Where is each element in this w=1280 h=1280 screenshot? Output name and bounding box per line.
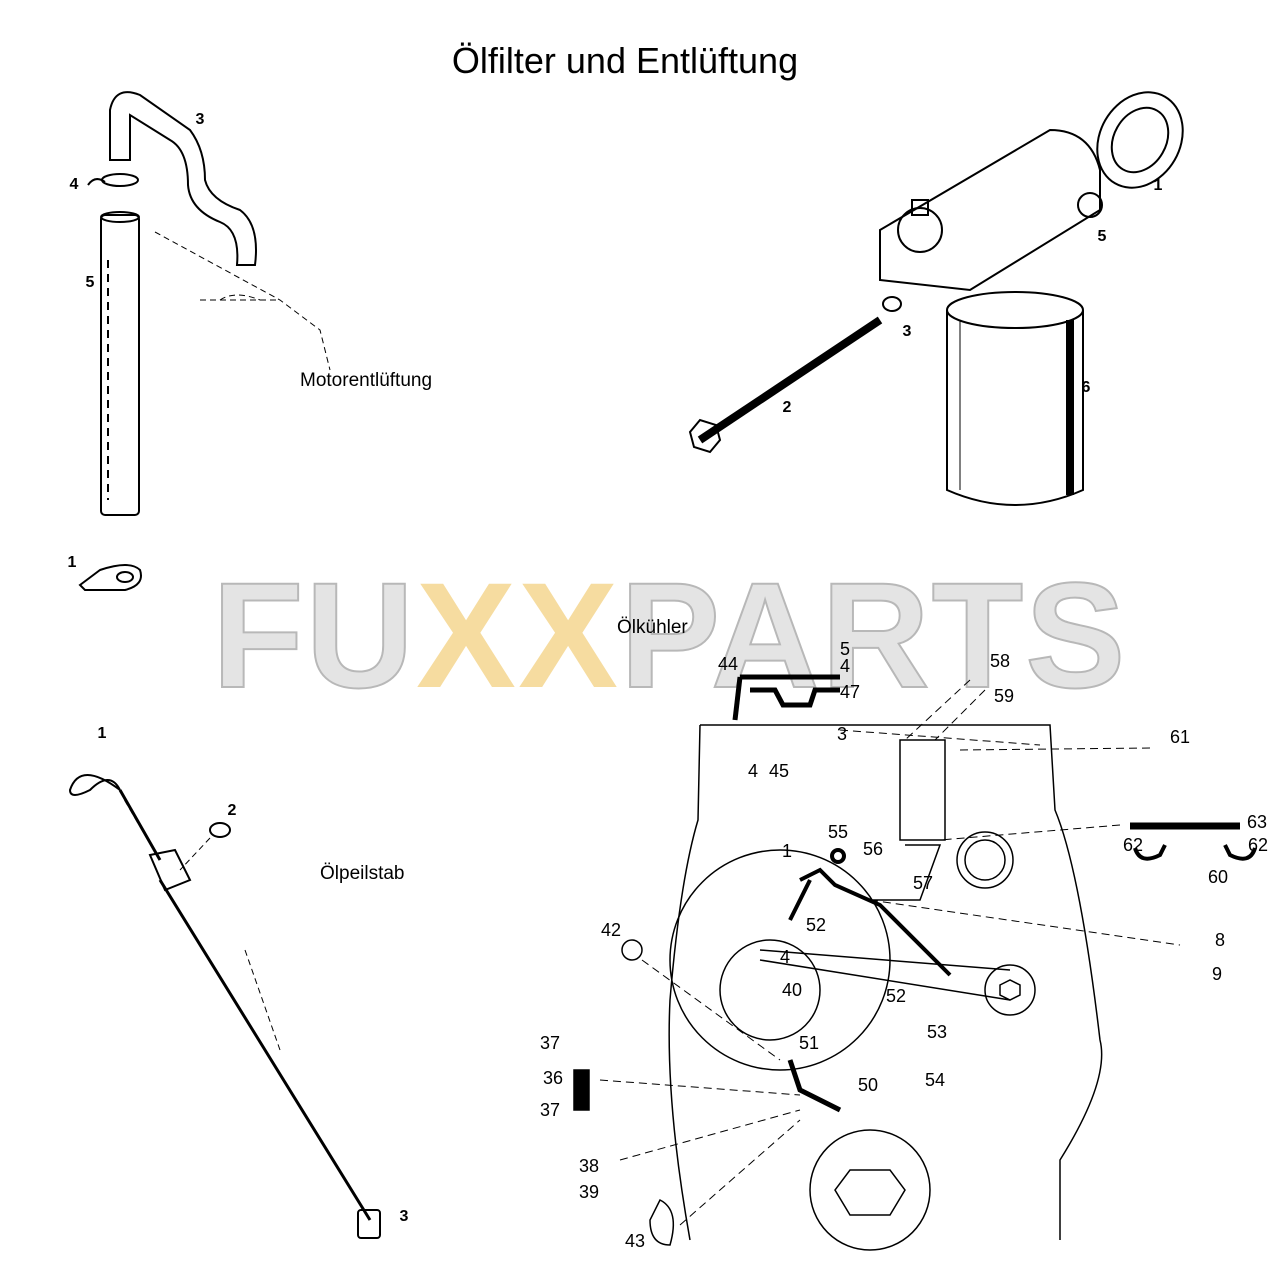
part-label: 60 bbox=[1207, 867, 1229, 887]
watermark-left: FU bbox=[211, 551, 416, 719]
part-label: 1 bbox=[67, 554, 77, 571]
part-label: 59 bbox=[993, 686, 1015, 706]
part-label: 2 bbox=[782, 399, 792, 416]
breather-hose-drawing bbox=[78, 91, 331, 591]
part-label: 51 bbox=[798, 1033, 820, 1053]
part-label: 3 bbox=[902, 323, 912, 340]
part-label: 52 bbox=[805, 915, 827, 935]
section-title-motorentlueftung: Motorentlüftung bbox=[300, 370, 433, 391]
section-title-oelkuehler: Ölkühler bbox=[617, 617, 688, 638]
part-label: 62 bbox=[1122, 835, 1144, 855]
part-label: 4 bbox=[779, 947, 791, 967]
part-label: 6 bbox=[1081, 379, 1091, 396]
part-label: 50 bbox=[857, 1075, 879, 1095]
dipstick-drawing bbox=[68, 774, 381, 1239]
part-label: 37 bbox=[539, 1100, 561, 1120]
part-label: 57 bbox=[912, 873, 934, 893]
part-label: 38 bbox=[578, 1156, 600, 1176]
part-label: 45 bbox=[768, 761, 790, 781]
part-label: 3 bbox=[399, 1208, 409, 1225]
part-label: 40 bbox=[781, 980, 803, 1000]
part-label: 5 bbox=[85, 274, 95, 291]
part-label: 56 bbox=[862, 839, 884, 859]
part-label: 63 bbox=[1246, 812, 1268, 832]
part-label: 62 bbox=[1247, 835, 1269, 855]
part-label: 52 bbox=[885, 986, 907, 1006]
part-label: 2 bbox=[227, 802, 237, 819]
page-title: Ölfilter und Entlüftung bbox=[451, 40, 799, 81]
part-label: 5 bbox=[839, 639, 851, 659]
part-label: 3 bbox=[836, 724, 848, 744]
part-label: 39 bbox=[578, 1182, 600, 1202]
watermark-middle: XX bbox=[415, 551, 621, 719]
part-label: 55 bbox=[827, 822, 849, 842]
part-label: 4 bbox=[839, 656, 851, 676]
part-label: 5 bbox=[1097, 228, 1107, 245]
part-label: 3 bbox=[195, 111, 205, 128]
oil-filter-drawing bbox=[688, 91, 1184, 506]
part-label: 4 bbox=[69, 176, 79, 193]
part-label: 61 bbox=[1169, 727, 1191, 747]
part-label: 37 bbox=[539, 1033, 561, 1053]
part-label: 1 bbox=[97, 725, 107, 742]
watermark-right: PARTS bbox=[619, 551, 1128, 719]
part-label: 47 bbox=[839, 682, 861, 702]
part-label: 43 bbox=[624, 1231, 646, 1251]
part-label: 4 bbox=[747, 761, 759, 781]
section-title-oelpeilstab: Ölpeilstab bbox=[320, 863, 405, 884]
part-label: 44 bbox=[717, 654, 739, 674]
part-label: 1 bbox=[781, 841, 793, 861]
part-label: 54 bbox=[924, 1070, 946, 1090]
part-label: 9 bbox=[1211, 964, 1223, 984]
part-label: 58 bbox=[989, 651, 1011, 671]
oil-cooler-engine-drawing bbox=[573, 674, 1257, 1251]
part-label: 1 bbox=[1153, 177, 1163, 194]
watermark-logo: FUXXPARTS bbox=[211, 559, 1127, 711]
part-label: 8 bbox=[1214, 930, 1226, 950]
part-label: 53 bbox=[926, 1022, 948, 1042]
part-label: 42 bbox=[600, 920, 622, 940]
part-label: 36 bbox=[542, 1068, 564, 1088]
